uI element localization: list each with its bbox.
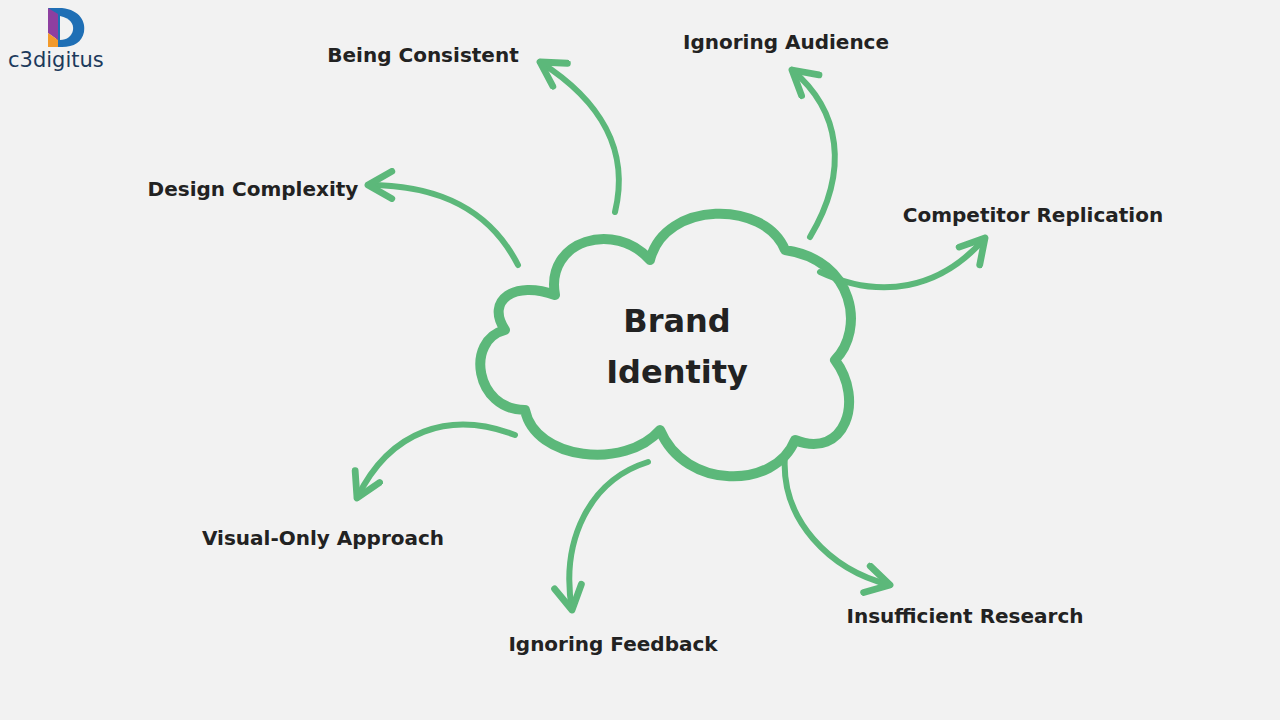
arrow: [820, 238, 985, 287]
pitfall-label: Insufficient Research: [846, 604, 1083, 628]
logo-icon: [48, 8, 84, 47]
arrow: [357, 425, 515, 498]
pitfall-label: Competitor Replication: [903, 203, 1163, 227]
pitfall-label: Ignoring Audience: [683, 30, 889, 54]
arrow: [569, 462, 648, 610]
pitfall-label: Ignoring Feedback: [508, 632, 717, 656]
arrow: [540, 62, 619, 212]
node-title: Brand Identity: [592, 296, 762, 398]
logo-text: c3digitus: [8, 48, 104, 72]
cloud-outline: [465, 200, 865, 490]
pitfall-label: Design Complexity: [148, 177, 359, 201]
arrow: [785, 455, 890, 585]
pitfall-label: Being Consistent: [327, 43, 518, 67]
arrow: [792, 70, 835, 237]
arrow: [368, 185, 518, 265]
cloud-node: Brand Identity: [465, 200, 865, 490]
pitfall-label: Visual-Only Approach: [202, 526, 444, 550]
